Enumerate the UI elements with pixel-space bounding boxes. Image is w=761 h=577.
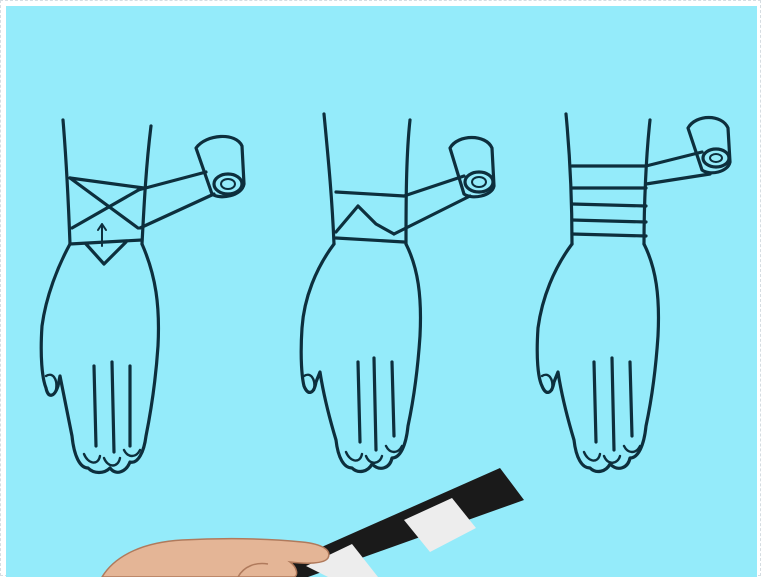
finger-line-2 (112, 362, 114, 452)
wrap-band-3 (572, 204, 646, 206)
finger-line-3 (630, 362, 632, 436)
cyan-background (6, 6, 757, 577)
finger-line-2 (612, 358, 614, 450)
wrap-band-5 (572, 234, 646, 236)
finger-line-1 (94, 366, 96, 446)
wrap-band-4 (572, 220, 646, 222)
finger-line-1 (594, 362, 596, 442)
finger-line-2 (374, 358, 376, 450)
illustration-panel (6, 6, 757, 577)
finger-line-1 (358, 362, 360, 442)
bandaging-diagram (6, 6, 757, 577)
finger-line-3 (392, 362, 394, 436)
